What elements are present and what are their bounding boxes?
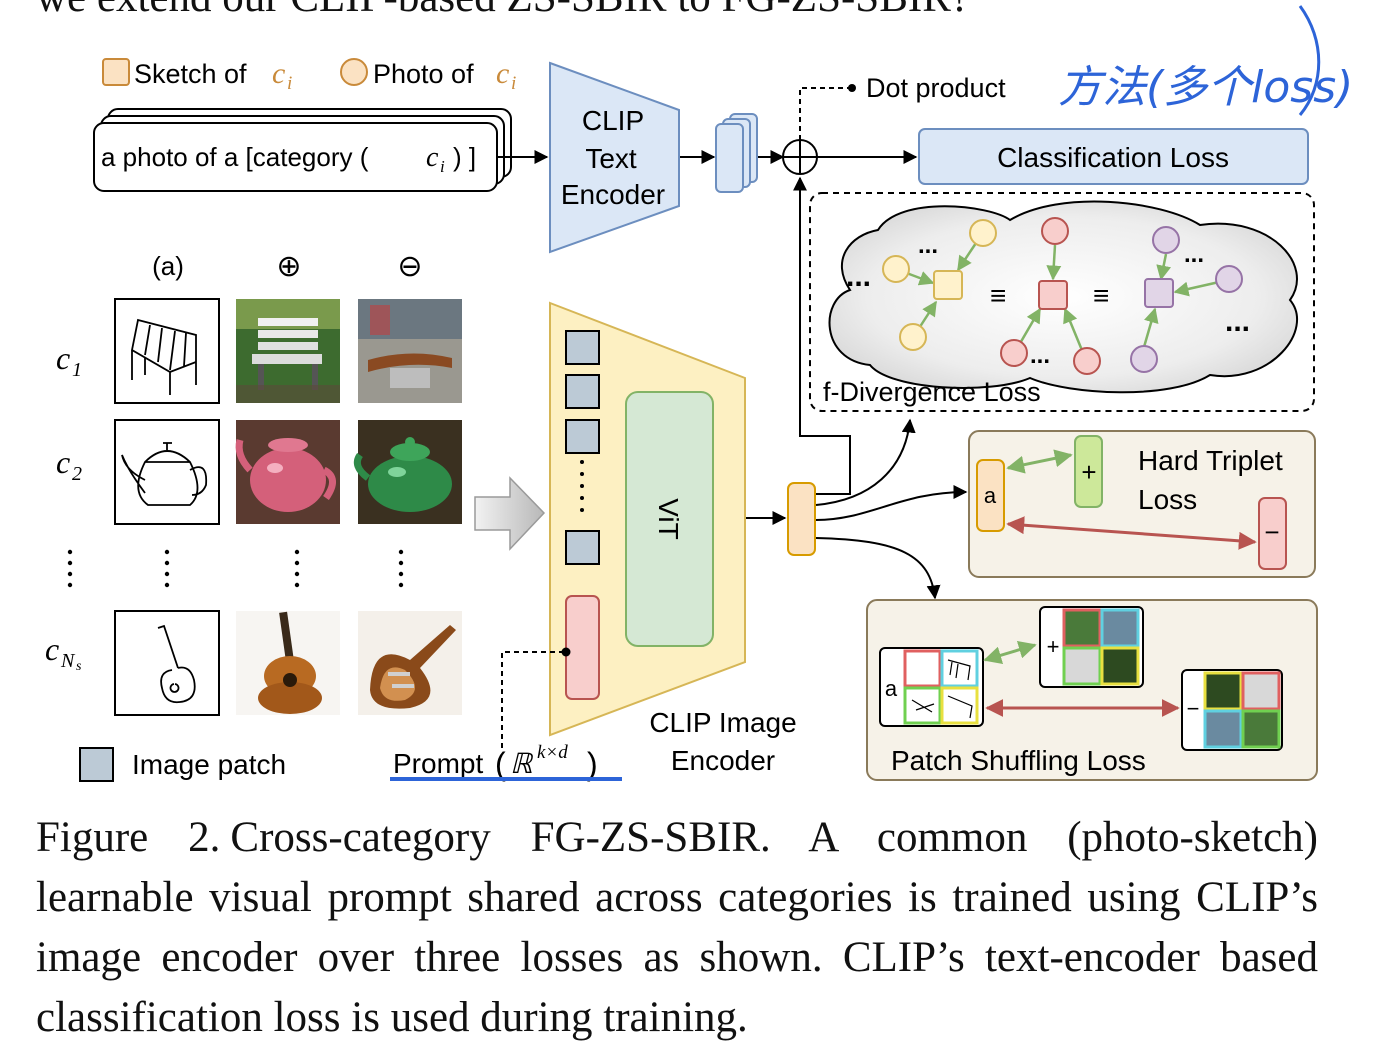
teapot-sketch-thumbnail [114,419,220,525]
teapot-photo-positive [235,420,340,524]
photo-swatch-icon [340,58,368,86]
row-label-c2: c [56,444,70,480]
red-node-cluster: ... [1000,217,1101,375]
purple-ellipsis: ... [1184,241,1204,268]
f-divergence-label: f-Divergence Loss [823,377,1041,407]
prompt-legend-sup: k×d [537,742,568,763]
image-patch-n [565,530,600,565]
text-feature-stack [715,113,758,193]
patch-shuffling-panel: a + − Patch Shuffling Loss [866,599,1318,781]
guitar-sketch-thumbnail [114,610,220,716]
handwritten-note: 方法(多个loss) [1058,62,1353,113]
patch-shuffle-label: Patch Shuffling Loss [891,745,1146,776]
triplet-label-line1: Hard Triplet [1138,445,1283,476]
sketch-legend-var: c [272,57,285,90]
equiv-symbol-1: ≡ [990,280,1006,311]
equiv-symbol-2: ≡ [1093,280,1109,311]
text-encoder-line3: Encoder [561,179,665,210]
prompt-legend-paren-open: ( [495,746,506,782]
triplet-anchor-label: a [984,483,997,508]
right-ellipsis: ... [1225,305,1250,338]
header-anchor: (a) [152,251,184,281]
sketch-swatch-icon [102,58,130,86]
image-patch-2 [565,374,600,409]
prompt-legend-label: Prompt [393,748,483,779]
dot-product-operator [782,139,818,175]
classification-loss-box: Classification Loss [918,128,1309,185]
shuffle-negative-label: − [1187,696,1200,721]
left-ellipsis: ... [846,260,871,293]
clip-image-encoder: ViT [549,301,746,737]
guitar-photo-positive [236,611,340,715]
vit-block [625,391,714,647]
row-label-c2-sub: 2 [72,463,82,485]
prompt-legend-space: ℝ [510,749,534,780]
text-encoder-line2: Text [585,143,637,174]
text-prompt-sub: i [440,157,445,176]
row-label-c1: c [56,340,70,376]
row-labels: c 1 c 2 c N s [45,340,82,674]
vit-label: ViT [653,498,684,540]
triplet-negative-label: − [1264,517,1279,547]
shuffle-positive-label: + [1047,634,1060,659]
dot-product-label: Dot product [866,73,1006,103]
image-patch-1 [565,330,600,365]
caption-label: Figure 2. [36,814,221,861]
bench-photo-positive [236,299,340,403]
image-patch-3 [565,419,600,454]
grid-headers: (a) ⊕ ⊖ [152,250,422,283]
triplet-label-line2: Loss [1138,484,1197,515]
clip-text-encoder: CLIP Text Encoder [549,61,680,254]
triplet-positive-label: + [1081,457,1096,487]
yellow-ellipsis: ... [918,232,938,259]
f-divergence-panel: f-Divergence Loss ... ... ≡ ... ≡ [809,192,1315,412]
text-encoder-line1: CLIP [582,105,644,136]
image-patch-swatch-icon [79,747,114,782]
legend-image-patch: Image patch [79,747,286,782]
sketch-legend-sub: i [287,73,292,94]
image-patch-legend-label: Image patch [132,749,286,780]
prompt-token [565,595,600,700]
text-prompt-stack: a photo of a [category ( c i ) ] [93,108,512,192]
text-prompt-var: c [426,142,439,173]
teapot-photo-negative [353,420,462,524]
hard-triplet-panel: a + − Hard Triplet Loss [968,430,1316,578]
purple-node-cluster: ... ... [1130,226,1250,373]
row-label-c1-sub: 1 [72,359,82,381]
photo-legend-label: Photo of [373,59,474,89]
row-label-cNs-subsub: s [76,659,82,674]
method-diagram: Sketch of c i Photo of c i a photo of a … [45,5,1353,782]
shuffle-anchor-label: a [885,676,898,701]
guitar-photo-negative [358,611,462,715]
sketch-legend-label: Sketch of [134,59,247,89]
header-negative: ⊖ [397,250,422,283]
legend-photo: Photo of c i [340,57,516,94]
handwritten-annotation: 方法(多个loss) [1058,5,1353,116]
caption-text: Cross-category FG-ZS-SBIR. A common (pho… [36,814,1318,1041]
image-encoder-line2: Encoder [671,745,775,776]
flow-arrow-icon [474,476,546,551]
vertical-ellipsis-row [67,549,404,588]
row-label-cNs: c [45,631,59,667]
bench-photo-negative [358,299,462,403]
chair-sketch-thumbnail [114,298,220,404]
row-label-cNs-sub: N [60,650,76,672]
cropped-previous-line: we extend our CLIP-based ZS-SBIR to FG-Z… [36,0,970,22]
prompt-legend-paren-close: ) [587,746,598,782]
red-ellipsis: ... [1030,342,1050,369]
legend-prompt: Prompt ( ℝ k×d ) [390,742,622,782]
photo-legend-var: c [496,57,509,90]
figure-caption: Figure 2.Cross-category FG-ZS-SBIR. A co… [36,808,1318,1048]
photo-legend-sub: i [511,73,516,94]
image-encoder-line1: CLIP Image [649,707,796,738]
yellow-node-cluster: ... ... [846,219,997,351]
image-feature [787,482,816,556]
text-prompt-suffix: ) ] [453,142,476,172]
text-prompt-prefix: a photo of a [category ( [101,142,369,172]
header-positive: ⊕ [276,250,301,283]
classification-loss-label: Classification Loss [997,142,1229,173]
legend-sketch: Sketch of c i [102,57,292,94]
